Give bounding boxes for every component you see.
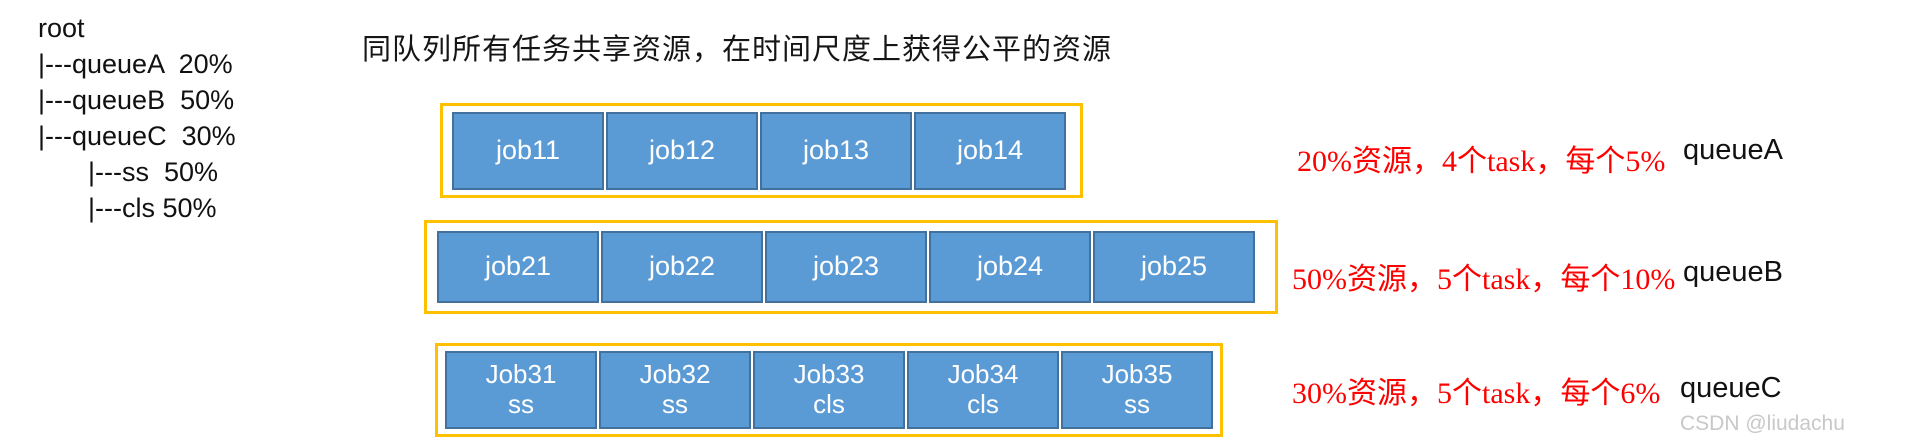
job-box: job11 (452, 111, 604, 190)
job-label: Job33 (793, 359, 865, 390)
queue-c-label: queueC (1680, 372, 1782, 404)
page-title: 同队列所有任务共享资源，在时间尺度上获得公平的资源 (362, 34, 1113, 66)
job-label: Job31 (485, 359, 557, 390)
tree-line-root: root (38, 13, 85, 43)
queue-c-group-box: Job31 ss Job32 ss Job33 cls Job34 cls Jo… (435, 343, 1223, 437)
queue-a-jobs: job11 job12 job13 job14 (452, 111, 1066, 190)
job-box: Job35 ss (1061, 351, 1213, 429)
job-sublabel: cls (813, 389, 845, 419)
job-label: job24 (976, 251, 1044, 282)
job-label: job22 (648, 251, 716, 282)
queue-b-label: queueB (1683, 256, 1783, 288)
queue-a-label: queueA (1683, 134, 1783, 166)
job-box: job21 (437, 231, 599, 303)
queue-tree: root |---queueA 20% |---queueB 50% |---q… (38, 10, 236, 226)
queue-b-group-box: job21 job22 job23 job24 job25 (424, 220, 1278, 314)
job-label: job13 (802, 134, 870, 165)
tree-line-queue-b: |---queueB 50% (38, 85, 235, 115)
job-label: Job34 (947, 359, 1019, 390)
job-box: Job32 ss (599, 351, 751, 429)
job-label: job12 (648, 134, 716, 165)
tree-line-ss: |---ss 50% (88, 157, 219, 187)
job-box: job13 (760, 111, 912, 190)
job-box: job12 (606, 111, 758, 190)
tree-line-cls: |---cls 50% (88, 193, 217, 223)
queue-b-annotation: 50%资源，5个task，每个10% (1292, 263, 1676, 296)
queue-c-annotation: 30%资源，5个task，每个6% (1292, 377, 1661, 410)
job-box: Job34 cls (907, 351, 1059, 429)
job-box: Job31 ss (445, 351, 597, 429)
job-label: job14 (956, 134, 1024, 165)
tree-line-queue-a: |---queueA 20% (38, 49, 233, 79)
job-sublabel: ss (508, 389, 534, 419)
job-label: job25 (1140, 251, 1208, 282)
job-label: job23 (812, 251, 880, 282)
queue-a-group-box: job11 job12 job13 job14 (440, 103, 1083, 198)
queue-a-annotation: 20%资源，4个task，每个5% (1297, 145, 1666, 178)
queue-b-jobs: job21 job22 job23 job24 job25 (437, 231, 1255, 303)
job-sublabel: ss (1124, 389, 1150, 419)
job-box: job14 (914, 111, 1066, 190)
job-box: Job33 cls (753, 351, 905, 429)
job-sublabel: cls (967, 389, 999, 419)
job-label: Job32 (639, 359, 711, 390)
job-label: job21 (484, 251, 552, 282)
job-sublabel: ss (662, 389, 688, 419)
tree-line-queue-c: |---queueC 30% (38, 121, 236, 151)
job-label: Job35 (1101, 359, 1173, 390)
queue-c-jobs: Job31 ss Job32 ss Job33 cls Job34 cls Jo… (445, 351, 1213, 429)
job-box: job25 (1093, 231, 1255, 303)
job-box: job24 (929, 231, 1091, 303)
csdn-watermark: CSDN @liudachu (1680, 412, 1845, 435)
job-box: job22 (601, 231, 763, 303)
job-label: job11 (495, 134, 561, 165)
job-box: job23 (765, 231, 927, 303)
